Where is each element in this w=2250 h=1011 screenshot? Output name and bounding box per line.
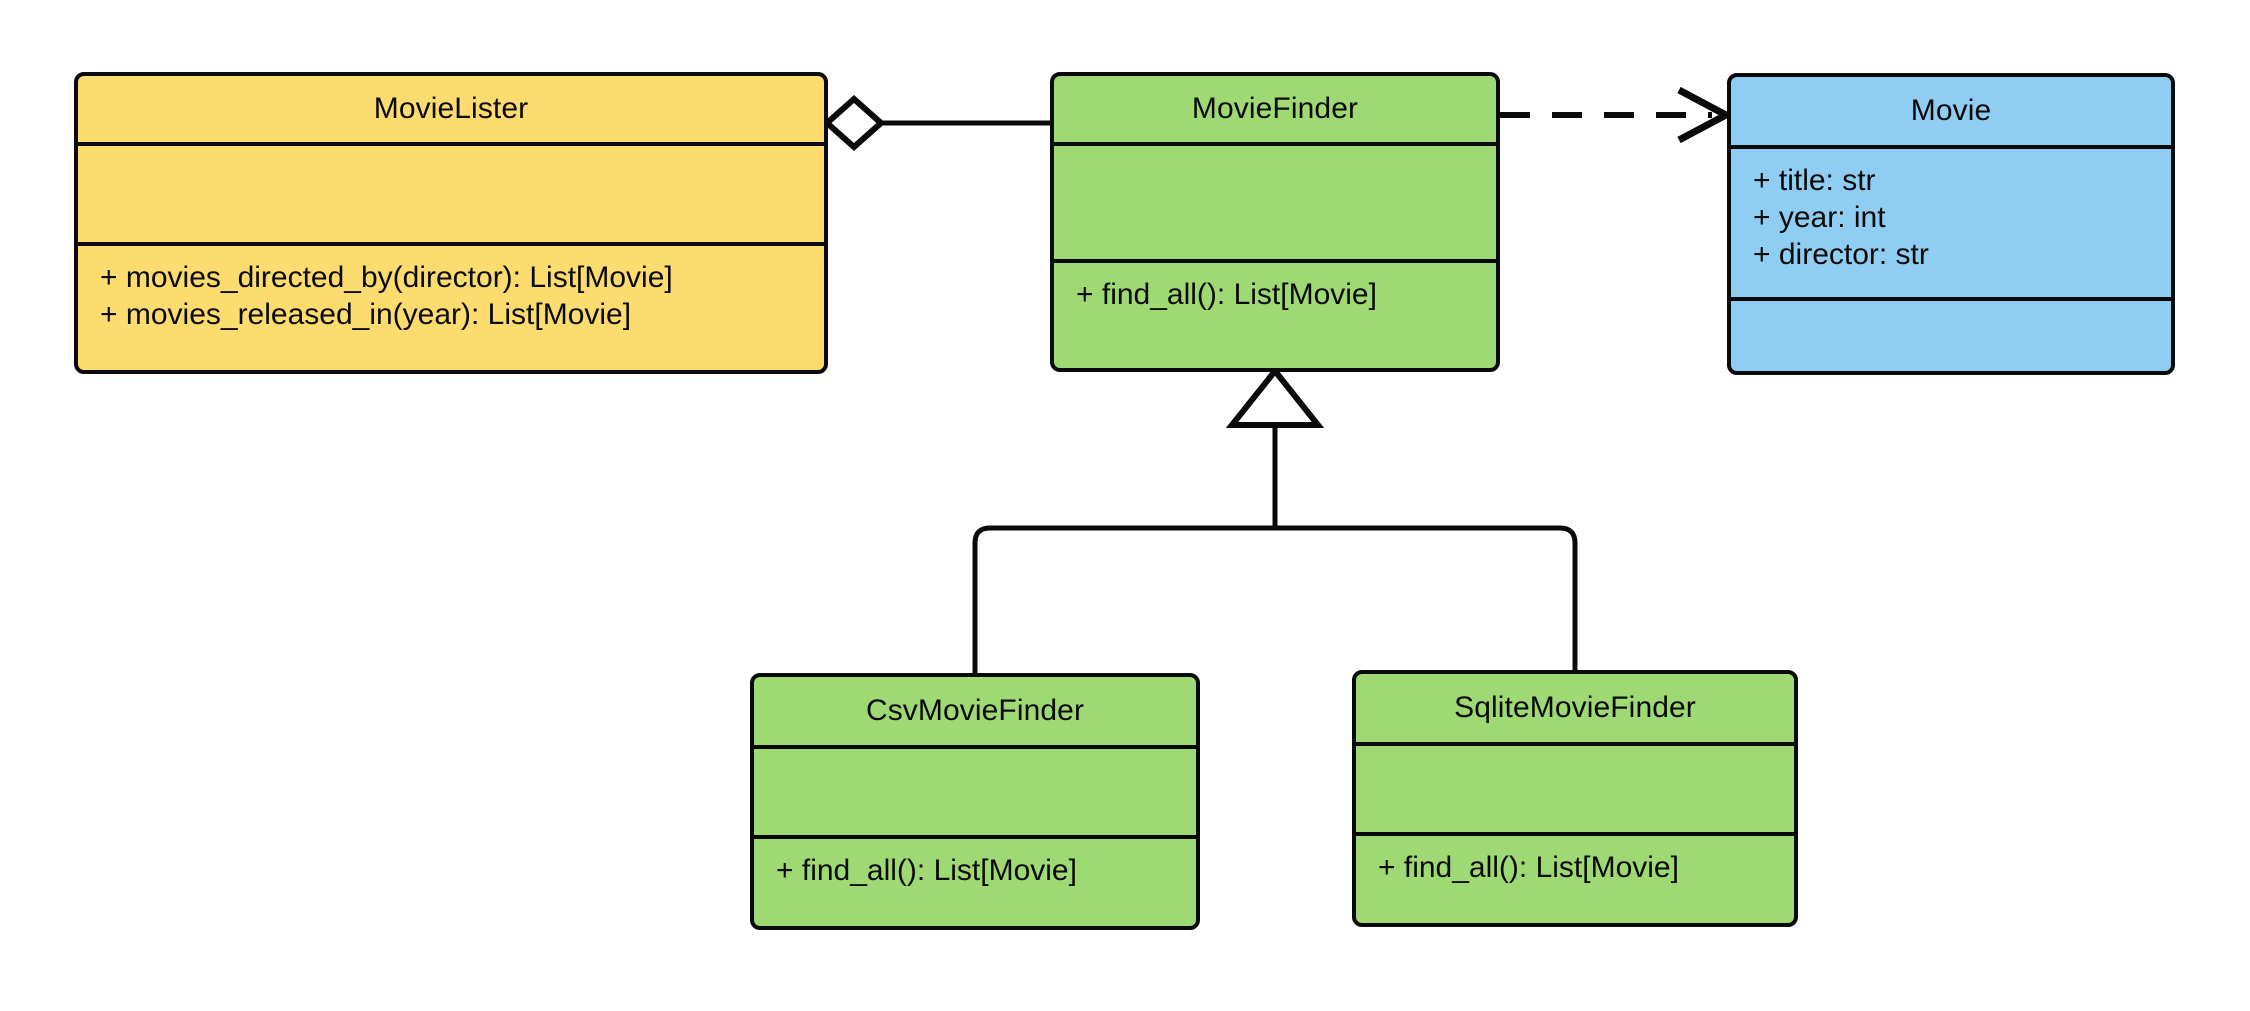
class-box-sqlite-movie-finder[interactable]: SqliteMovieFinder + find_all(): List[Mov… (1352, 670, 1798, 927)
methods-compartment-movie-lister: + movies_directed_by(director): List[Mov… (78, 242, 824, 370)
generalization-bus (972, 525, 1578, 673)
aggregation-connector-lister-finder (822, 94, 1050, 152)
class-box-csv-movie-finder[interactable]: CsvMovieFinder + find_all(): List[Movie] (750, 673, 1200, 930)
generalization-connector-tree (972, 366, 1578, 673)
hollow-triangle-icon (1225, 366, 1325, 428)
methods-compartment-csv-movie-finder: + find_all(): List[Movie] (754, 835, 1196, 926)
class-box-movie[interactable]: Movie + title: str + year: int + directo… (1727, 73, 2175, 375)
class-box-movie-lister[interactable]: MovieLister + movies_directed_by(directo… (74, 72, 828, 374)
class-name-movie-lister: MovieLister (373, 92, 529, 125)
attribute-row: + director: str (1753, 237, 1929, 271)
attributes-compartment-movie-finder (1054, 142, 1496, 259)
method-row: + movies_released_in(year): List[Movie] (100, 297, 632, 331)
method-row: + find_all(): List[Movie] (1378, 851, 1679, 884)
class-name-sqlite-movie-finder: SqliteMovieFinder (1454, 691, 1696, 724)
methods-compartment-sqlite-movie-finder: + find_all(): List[Movie] (1356, 832, 1794, 923)
open-arrow-icon (1677, 86, 1734, 144)
attributes-compartment-movie: + title: str + year: int + director: str (1731, 145, 2171, 297)
method-row: + find_all(): List[Movie] (1076, 278, 1377, 311)
method-row: + movies_directed_by(director): List[Mov… (100, 261, 673, 294)
class-name-movie-finder: MovieFinder (1191, 92, 1359, 125)
method-row: + find_all(): List[Movie] (776, 854, 1077, 887)
class-name-csv-movie-finder: CsvMovieFinder (865, 694, 1085, 727)
methods-compartment-movie (1731, 297, 2171, 371)
attributes-compartment-movie-lister (78, 142, 824, 242)
dependency-connector-finder-movie (1500, 86, 1734, 144)
hollow-diamond-icon (822, 94, 886, 152)
attribute-row: + title: str (1753, 164, 1876, 197)
class-name-movie: Movie (1910, 94, 1992, 127)
attributes-compartment-csv-movie-finder (754, 745, 1196, 835)
attribute-row: + year: int (1753, 200, 1886, 234)
attributes-compartment-sqlite-movie-finder (1356, 742, 1794, 832)
class-box-movie-finder[interactable]: MovieFinder + find_all(): List[Movie] (1050, 72, 1500, 372)
methods-compartment-movie-finder: + find_all(): List[Movie] (1054, 259, 1496, 368)
